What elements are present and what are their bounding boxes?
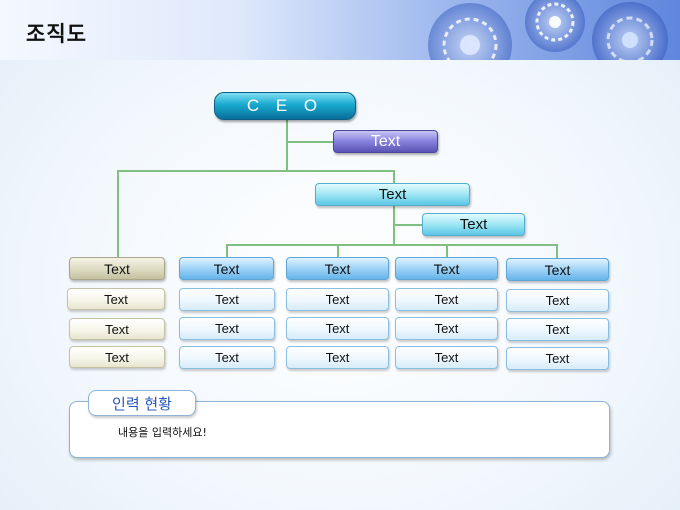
input-panel-tab: 인력 현황 <box>88 390 196 416</box>
department-node-1[interactable]: Text <box>69 257 165 280</box>
department-4-item-1[interactable]: Text <box>395 288 498 311</box>
gears-graphic-icon <box>428 0 668 60</box>
ceo-assistant-node[interactable]: Text <box>333 130 438 153</box>
connector-exec-assistant <box>393 224 423 226</box>
department-3-item-1[interactable]: Text <box>286 288 389 311</box>
department-node-3[interactable]: Text <box>286 257 389 280</box>
page-title: 조직도 <box>26 22 87 46</box>
connector-assistant <box>286 141 334 143</box>
connector-dept3-vertical <box>337 244 339 258</box>
department-1-item-3[interactable]: Text <box>69 346 165 368</box>
department-1-item-1[interactable]: Text <box>67 288 165 310</box>
connector-dept4-vertical <box>446 244 448 258</box>
department-node-5[interactable]: Text <box>506 258 609 281</box>
connector-exec-vertical <box>393 170 395 184</box>
department-3-item-3[interactable]: Text <box>286 346 389 369</box>
department-5-item-3[interactable]: Text <box>506 347 609 370</box>
department-2-item-2[interactable]: Text <box>179 317 275 340</box>
input-panel-content[interactable]: 내용을 입력하세요! <box>118 426 207 439</box>
executive-node[interactable]: Text <box>315 183 470 206</box>
department-5-item-2[interactable]: Text <box>506 318 609 341</box>
department-node-2[interactable]: Text <box>179 257 274 280</box>
department-5-item-1[interactable]: Text <box>506 289 609 312</box>
department-2-item-1[interactable]: Text <box>179 288 275 311</box>
department-2-item-3[interactable]: Text <box>179 346 275 369</box>
header-banner: 조직도 <box>0 0 680 60</box>
department-3-item-2[interactable]: Text <box>286 317 389 340</box>
connector-exec-down <box>393 206 395 246</box>
connector-dept5-vertical <box>556 244 558 258</box>
connector-level1-horizontal <box>117 170 394 172</box>
department-1-item-2[interactable]: Text <box>69 318 165 340</box>
connector-dept-horizontal <box>226 244 558 246</box>
connector-dept2-vertical <box>226 244 228 258</box>
executive-assistant-node[interactable]: Text <box>422 213 525 236</box>
department-4-item-3[interactable]: Text <box>395 346 498 369</box>
department-4-item-2[interactable]: Text <box>395 317 498 340</box>
connector-ceo-vertical <box>286 120 288 171</box>
department-node-4[interactable]: Text <box>395 257 498 280</box>
ceo-node[interactable]: C E O <box>214 92 356 120</box>
connector-dept1-vertical <box>117 170 119 258</box>
